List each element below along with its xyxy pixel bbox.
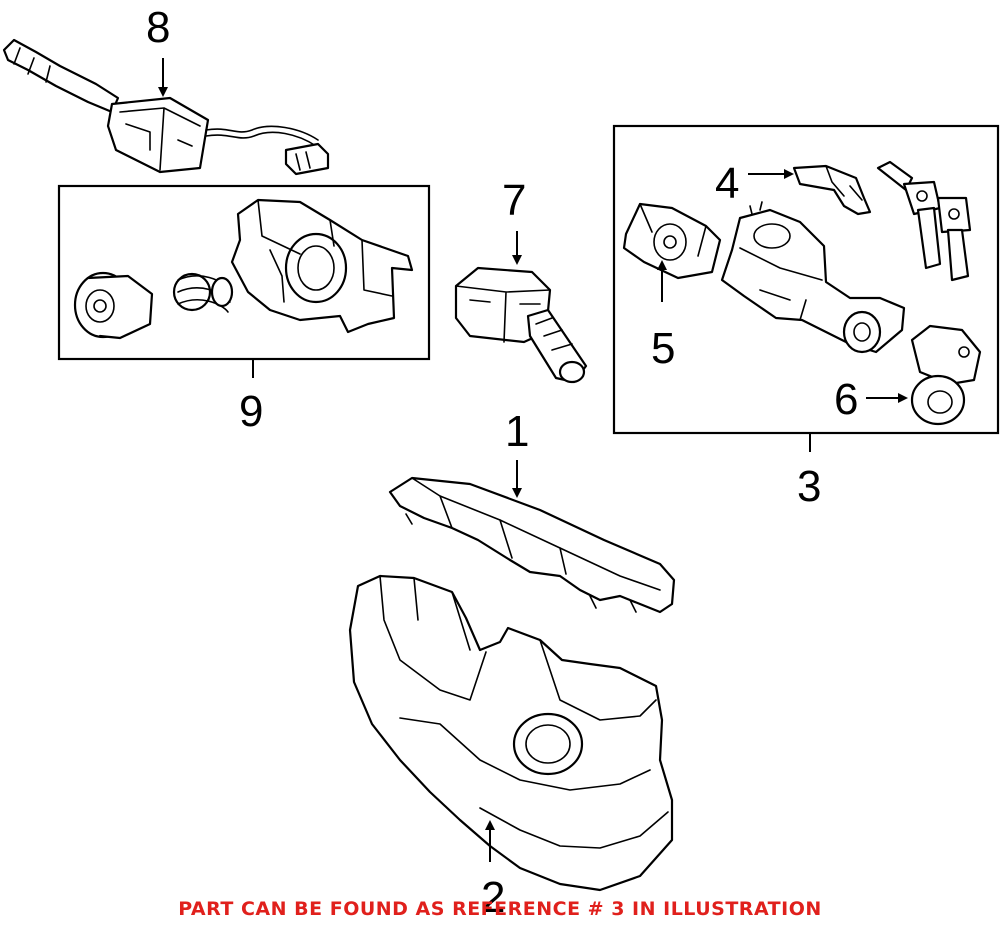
footer-note: PART CAN BE FOUND AS REFERENCE # 3 IN IL… [178,898,822,920]
part-8-combination-switch[interactable] [2,38,330,176]
group-3-frame [612,124,1000,435]
part-2-lower-column-cover[interactable] [348,574,674,892]
part-3-steering-lock-assembly[interactable] [720,201,906,354]
part-6-ignition-ring[interactable] [910,324,982,426]
part-9-lock-cylinder-parts[interactable] [73,198,414,340]
callout-2: 2 [481,873,505,922]
part-4-bracket[interactable] [792,164,872,216]
part-1-upper-column-cover[interactable] [388,476,676,614]
callout-9: 9 [239,387,263,436]
callout-8: 8 [146,3,170,52]
part-7-switch[interactable] [454,266,588,384]
callout-5: 5 [651,324,675,373]
callout-7: 7 [502,176,526,225]
group-9-frame [57,184,431,361]
part-5-key-cylinder-housing[interactable] [622,202,722,280]
callout-4: 4 [715,159,739,208]
callout-1: 1 [505,407,529,456]
part-keys[interactable] [876,160,972,282]
callout-3: 3 [797,462,821,511]
callout-6: 6 [834,375,858,424]
